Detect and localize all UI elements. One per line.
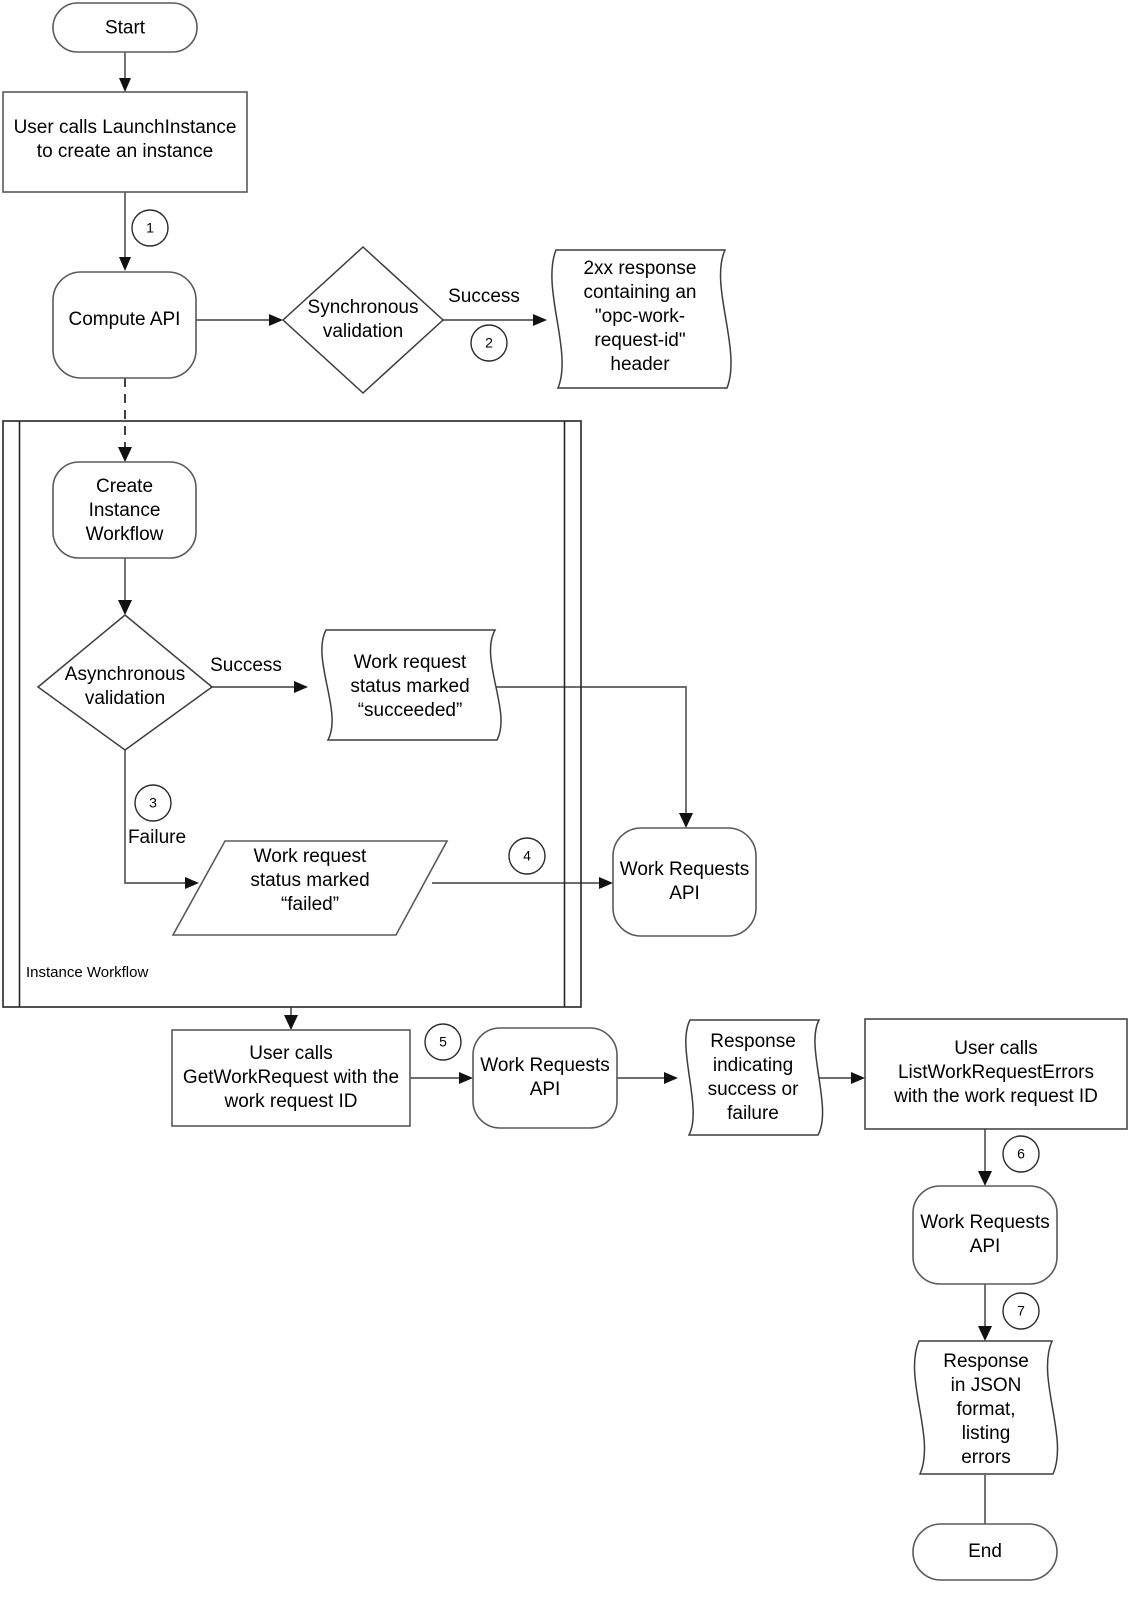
edge-computeapi-to-syncvalidation [196,314,283,326]
node-asynchronous-validation[interactable]: Asynchronous validation [36,614,214,751]
node-create-instance-workflow-line1: Create [96,476,153,497]
node-launch-instance-line2: to create an instance [37,141,213,162]
node-work-requests-api-3-line1: Work Requests [920,1212,1050,1233]
node-synchronous-validation-line1: Synchronous [308,297,419,318]
node-list-work-request-errors[interactable]: User calls ListWorkRequestErrors with th… [864,1018,1128,1130]
node-2xx-response[interactable]: 2xx response containing an "opc-work- re… [551,249,732,389]
node-list-work-request-errors-line2: ListWorkRequestErrors [898,1062,1094,1083]
node-launch-instance[interactable]: User calls LaunchInstance to create an i… [2,91,248,193]
edge-workrequestsapi3-to-responsejson [978,1284,992,1341]
node-compute-api[interactable]: Compute API [52,271,197,379]
node-response-json-errors-line1: Response [943,1351,1029,1372]
step-badge-4: 4 [508,837,546,875]
node-response-json-errors[interactable]: Response in JSON format, listing errors [913,1340,1059,1475]
node-create-instance-workflow-line3: Workflow [86,524,164,545]
edge-asyncvalidation-failure-to-failed [124,750,199,889]
edge-label-failure-async: Failure [128,827,186,848]
edge-start-to-launchinstance [119,52,131,92]
step-badge-2: 2 [470,324,508,362]
step-badge-4-text: 4 [523,848,531,864]
edge-listworkrequesterrors-to-workrequestsapi3 [978,1129,992,1186]
node-work-requests-api-2-line1: Work Requests [480,1055,610,1076]
edge-launchinstance-to-computeapi [119,192,131,271]
node-response-success-failure-line4: failure [727,1103,779,1124]
step-badge-7: 7 [1002,1292,1040,1330]
edge-label-failure-async-text: Failure [128,827,186,848]
step-badge-5: 5 [424,1023,462,1061]
edge-instanceworkflow-to-getworkrequest [284,1007,298,1030]
step-badge-6-text: 6 [1017,1146,1025,1162]
node-status-failed-line2: status marked [250,870,369,891]
step-badge-1-text: 1 [146,220,154,236]
node-status-succeeded[interactable]: Work request status marked “succeeded” [321,629,502,741]
node-work-requests-api-2-line2: API [530,1079,561,1100]
node-work-requests-api-1[interactable]: Work Requests API [612,827,757,937]
step-badge-1: 1 [131,209,169,247]
edge-label-success-async-text: Success [210,655,282,676]
edge-failed-to-workrequestsapi [432,877,613,889]
edge-label-success-sync: Success [448,286,520,307]
node-get-work-request-line3: work request ID [223,1091,357,1112]
node-status-succeeded-line3: “succeeded” [358,700,463,721]
edge-syncvalidation-to-2xxresponse [443,314,547,326]
node-synchronous-validation-line2: validation [323,321,403,342]
node-2xx-response-line3: "opc-work- [595,306,685,327]
step-badge-2-text: 2 [485,335,493,351]
node-response-success-failure-line3: success or [708,1079,799,1100]
node-end-label: End [968,1541,1002,1562]
node-2xx-response-line2: containing an [583,282,696,303]
node-get-work-request-line2: GetWorkRequest with the [183,1067,399,1088]
step-badge-3-text: 3 [149,795,157,811]
edge-label-success-sync-text: Success [448,286,520,307]
step-badge-5-text: 5 [439,1034,447,1050]
node-synchronous-validation[interactable]: Synchronous validation [281,245,445,395]
node-list-work-request-errors-line1: User calls [954,1038,1037,1059]
node-2xx-response-line5: header [610,354,670,375]
node-get-work-request[interactable]: User calls GetWorkRequest with the work … [171,1029,411,1127]
node-work-requests-api-3[interactable]: Work Requests API [912,1185,1058,1285]
node-compute-api-label: Compute API [69,309,181,330]
node-response-success-failure-line1: Response [710,1031,796,1052]
node-get-work-request-line1: User calls [249,1043,332,1064]
edge-asyncvalidation-to-succeeded [212,681,308,693]
node-create-instance-workflow-line2: Instance [89,500,161,521]
node-create-instance-workflow[interactable]: Create Instance Workflow [52,461,197,559]
edge-workrequestsapi2-to-response [617,1072,678,1084]
edge-getworkrequest-to-workrequestsapi2 [410,1072,473,1084]
node-work-requests-api-3-line2: API [970,1236,1001,1257]
node-work-requests-api-2[interactable]: Work Requests API [472,1027,618,1129]
node-response-success-failure-line2: indicating [713,1055,793,1076]
instance-workflow-label: Instance Workflow [26,964,148,981]
node-end[interactable]: End [912,1523,1058,1581]
edge-computeapi-to-createinstanceworkflow-dashed [118,378,132,462]
edge-createinstanceworkflow-to-asyncvalidation [118,558,132,615]
instance-workflow-container: Instance Workflow [2,420,582,1008]
node-start[interactable]: Start [52,2,198,53]
node-response-json-errors-line3: format, [956,1399,1015,1420]
edge-label-success-async: Success [210,655,282,676]
node-status-failed[interactable]: Work request status marked “failed” [171,840,449,936]
node-response-success-failure[interactable]: Response indicating success or failure [685,1019,824,1136]
node-list-work-request-errors-line3: with the work request ID [893,1086,1098,1107]
node-response-json-errors-line5: errors [961,1447,1011,1468]
node-status-succeeded-line2: status marked [350,676,469,697]
node-work-requests-api-1-line2: API [669,883,700,904]
node-status-succeeded-line1: Work request [354,652,467,673]
node-response-json-errors-line2: in JSON [951,1375,1022,1396]
step-badge-3: 3 [134,784,172,822]
edge-succeeded-to-workrequestsapi [487,686,693,828]
node-start-label: Start [105,18,146,39]
node-2xx-response-line4: request-id" [594,330,685,351]
node-work-requests-api-1-line1: Work Requests [620,859,750,880]
node-response-json-errors-line4: listing [962,1423,1011,1444]
node-status-failed-line3: “failed” [281,894,339,915]
node-asynchronous-validation-line2: validation [85,688,165,709]
step-badge-6: 6 [1002,1135,1040,1173]
node-status-failed-line1: Work request [254,846,367,867]
node-2xx-response-line1: 2xx response [583,258,696,279]
step-badge-7-text: 7 [1017,1303,1025,1319]
node-launch-instance-line1: User calls LaunchInstance [14,117,237,138]
node-asynchronous-validation-line1: Asynchronous [65,664,185,685]
